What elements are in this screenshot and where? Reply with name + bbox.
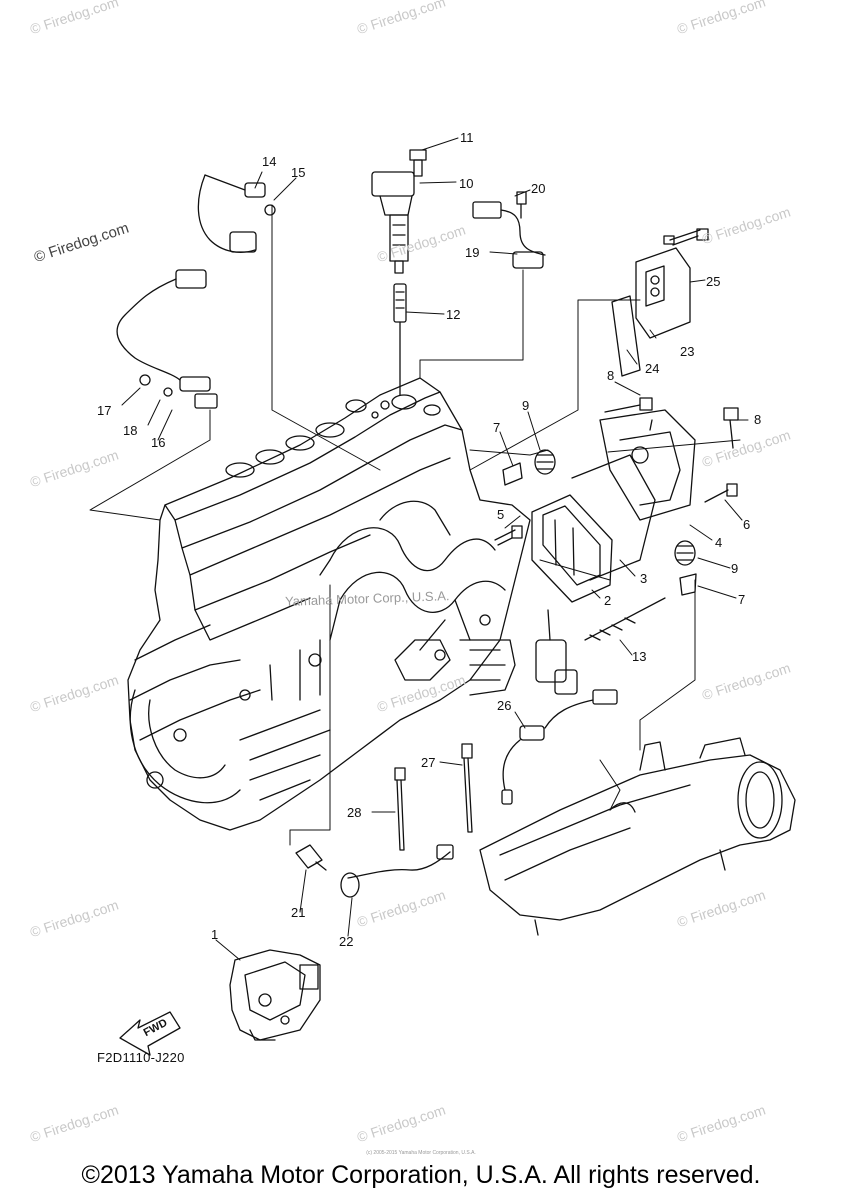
callout-17: 17: [97, 403, 112, 418]
callout-24: 24: [645, 361, 660, 376]
callout-22: 22: [339, 934, 354, 949]
leader-lines: [90, 205, 740, 845]
callout-10: 10: [459, 176, 474, 191]
callout-13: 13: [632, 649, 647, 664]
diagram-code: F2D1110-J220: [97, 1050, 185, 1065]
sensor-19-drawing: [473, 192, 545, 268]
fwd-arrow-drawing: [120, 1012, 180, 1055]
cable-16-drawing: [117, 270, 217, 408]
callout-6: 6: [743, 517, 751, 532]
callout-11: 11: [460, 130, 474, 145]
bolt-13-drawing: [536, 598, 665, 694]
copyright-footer: ©2013 Yamaha Motor Corporation, U.S.A. A…: [81, 1161, 761, 1189]
callout-21: 21: [291, 905, 306, 920]
callout-1: 1: [211, 927, 219, 942]
callout-14: 14: [262, 154, 277, 169]
engine-block-drawing: [128, 378, 530, 830]
callout-15: 15: [291, 165, 306, 180]
callout-7a: 7: [493, 420, 501, 435]
bolts-drawing: [495, 229, 738, 545]
callout-23: 23: [680, 344, 695, 359]
callout-28: 28: [347, 805, 362, 820]
engine-mount-drawing: [230, 950, 320, 1040]
sensor-14-drawing: [198, 175, 275, 252]
module-23-drawing: [612, 230, 700, 376]
callout-leaders: [122, 138, 748, 960]
exhaust-manifold-drawing: [480, 738, 795, 935]
callout-26: 26: [497, 698, 512, 713]
throttle-body-drawing: [532, 410, 695, 602]
callout-2: 2: [604, 593, 612, 608]
seal-drawing: [503, 450, 696, 595]
callout-9a: 9: [522, 398, 530, 413]
callout-5: 5: [497, 507, 505, 522]
callout-16: 16: [151, 435, 166, 450]
sensor-21-drawing: [296, 845, 453, 897]
callout-19: 19: [465, 245, 480, 260]
cable-ties-drawing: [395, 744, 472, 850]
callout-18: 18: [123, 423, 138, 438]
fine-print: (c) 2005-2015 Yamaha Motor Corporation, …: [366, 1150, 476, 1156]
callout-20: 20: [531, 181, 546, 196]
callout-4: 4: [715, 535, 723, 550]
sensor-26-drawing: [502, 690, 617, 804]
callout-12: 12: [446, 307, 461, 322]
callout-7b: 7: [738, 592, 746, 607]
callout-9b: 9: [731, 561, 739, 576]
callout-3: 3: [640, 571, 648, 586]
ignition-coil-drawing: [372, 150, 426, 395]
callout-8a: 8: [607, 368, 615, 383]
callout-25: 25: [706, 274, 721, 289]
callout-27: 27: [421, 755, 436, 770]
callout-8b: 8: [754, 412, 762, 427]
